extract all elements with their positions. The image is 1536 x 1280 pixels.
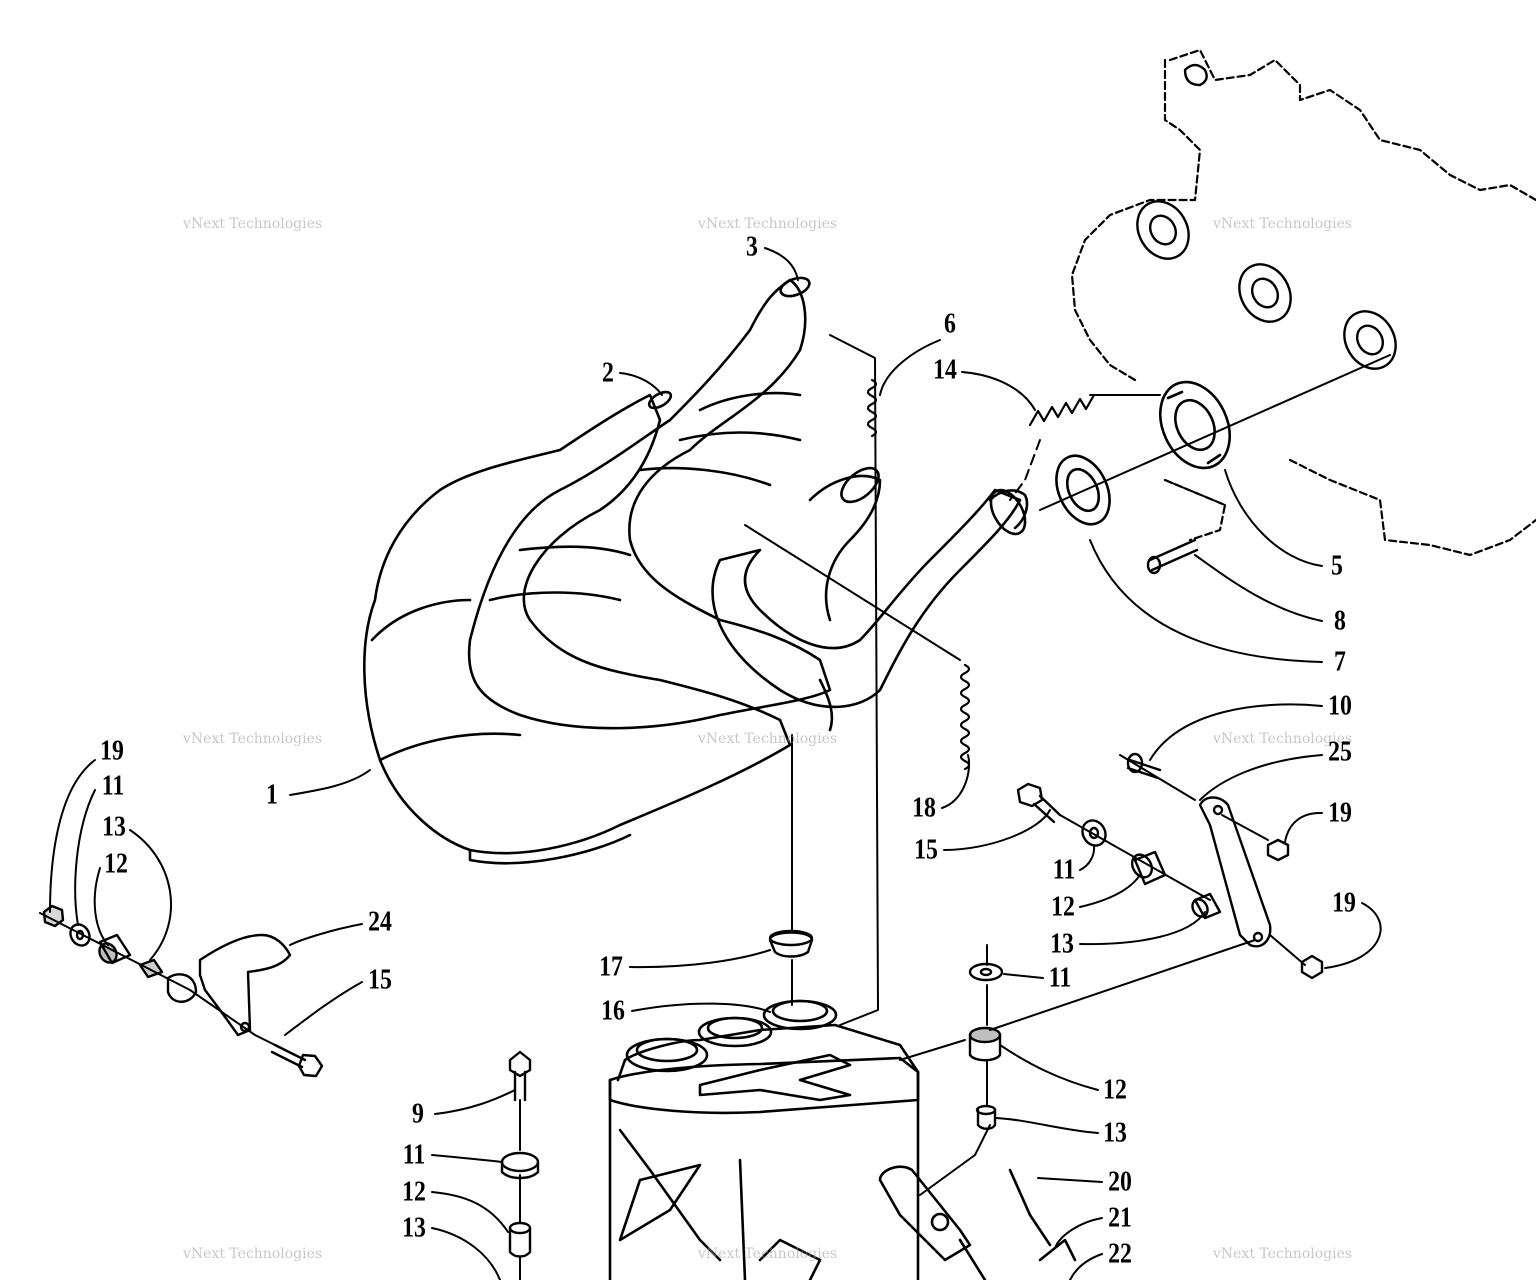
- callout-c16: 16: [601, 994, 625, 1027]
- callout-c20: 20: [1108, 1165, 1132, 1198]
- spring-6: [866, 378, 878, 438]
- headpipe-elbow: [711, 466, 1029, 732]
- callout-c18: 18: [912, 791, 936, 824]
- callout-c19b: 19: [1328, 796, 1352, 829]
- callout-c25: 25: [1328, 735, 1352, 768]
- callout-c2: 2: [602, 356, 614, 389]
- callout-c12c: 12: [1103, 1073, 1127, 1106]
- callout-c7: 7: [1334, 645, 1346, 678]
- callout-c12d: 12: [402, 1175, 426, 1208]
- callout-c12b: 12: [1051, 890, 1075, 923]
- exhaust-flange: [1159, 380, 1231, 470]
- callout-c24: 24: [368, 905, 392, 938]
- callout-leaders: [49, 247, 1382, 1280]
- engine-block: [1070, 48, 1536, 557]
- callout-c10: 10: [1328, 689, 1352, 722]
- callout-c13a: 13: [102, 810, 126, 843]
- callout-c11b: 11: [1052, 853, 1076, 886]
- spring-14: [1028, 393, 1096, 427]
- callout-c19c: 19: [1332, 886, 1356, 919]
- callout-c5: 5: [1331, 549, 1343, 582]
- flange-bolt: [1146, 538, 1199, 575]
- callout-c13b: 13: [1050, 927, 1074, 960]
- callout-c8: 8: [1334, 604, 1346, 637]
- callout-c14: 14: [933, 353, 957, 386]
- callout-c15b: 15: [914, 833, 938, 866]
- engine-exhaust-ports: [1136, 63, 1397, 370]
- callout-c1: 1: [266, 778, 278, 811]
- spring-18: [959, 663, 971, 771]
- callout-c21: 21: [1108, 1201, 1132, 1234]
- assembly-centerlines: [39, 334, 1391, 1280]
- callout-c13d: 13: [402, 1211, 426, 1244]
- callout-c22: 22: [1108, 1237, 1132, 1270]
- callout-c6: 6: [944, 307, 956, 340]
- expansion-chamber-outer: [363, 393, 792, 865]
- expansion-chamber-inner: [467, 276, 832, 730]
- muffler: [608, 999, 1077, 1280]
- callout-c13c: 13: [1103, 1116, 1127, 1149]
- callout-c11a: 11: [101, 769, 125, 802]
- callout-c9: 9: [412, 1097, 424, 1130]
- callout-c11d: 11: [402, 1138, 426, 1171]
- callout-c19a: 19: [100, 734, 124, 767]
- callout-c11c: 11: [1048, 961, 1072, 994]
- callout-c12a: 12: [104, 847, 128, 880]
- grommets: [768, 929, 814, 958]
- callout-c17: 17: [599, 950, 623, 983]
- callout-c15a: 15: [368, 963, 392, 996]
- callout-c3: 3: [746, 230, 758, 263]
